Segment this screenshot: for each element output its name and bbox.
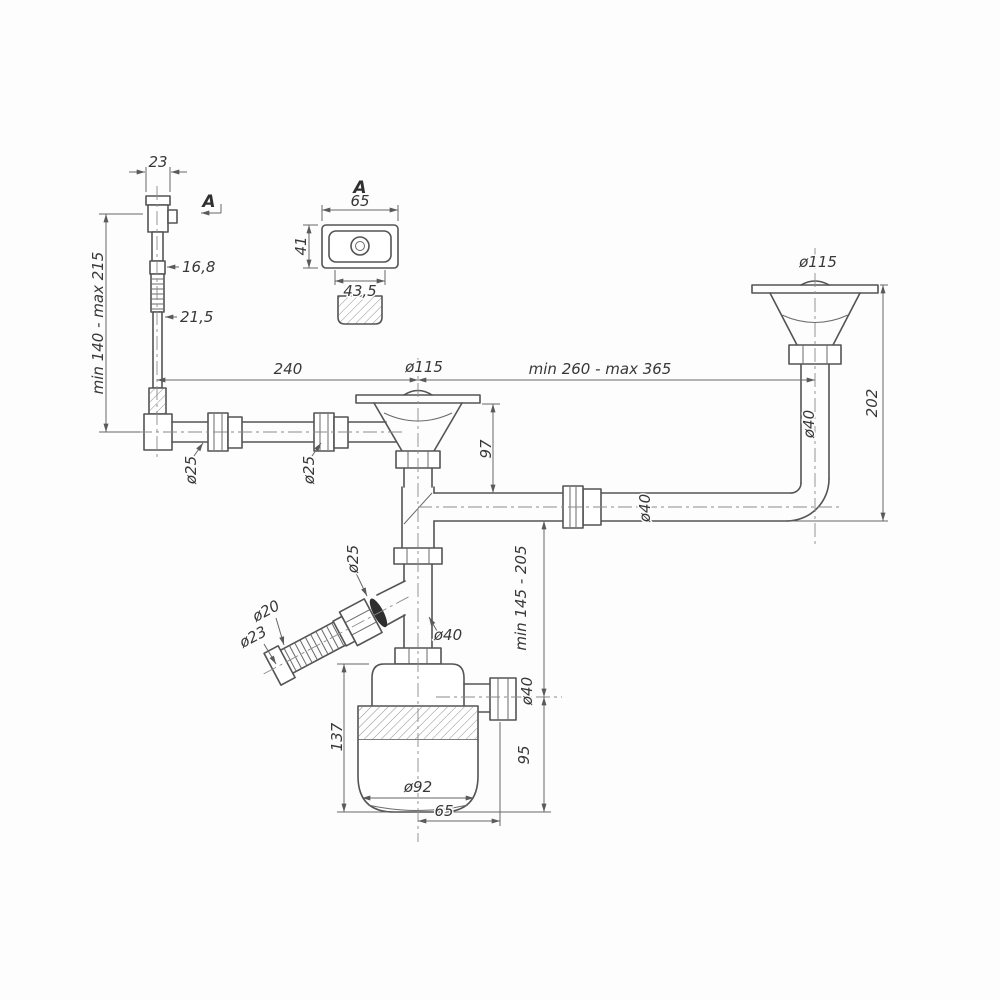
center-pipe-upper <box>403 467 433 488</box>
dim-hose-union-dia: ø25 <box>344 545 362 574</box>
dim-cup-dia: ø92 <box>403 778 432 796</box>
leader-25-a <box>193 442 204 457</box>
dim-left-pipe-dia-a: ø25 <box>182 456 200 485</box>
dimension-labels: 23 A min 140 - max 215 16,8 21,5 A 65 41… <box>88 152 883 822</box>
right-funnel <box>769 292 861 346</box>
overflow-tailpiece-outline <box>337 295 383 325</box>
dim-right-pipe-dia: ø40 <box>800 410 818 439</box>
dim-body-pipe-dia: ø40 <box>433 626 462 644</box>
dim-right-flange-dia: ø115 <box>798 253 837 271</box>
dim-flange-to-branch: 97 <box>477 439 495 459</box>
spout-tube <box>152 311 163 389</box>
dim-head-inner-width: 43,5 <box>343 282 376 300</box>
leader-23 <box>263 643 277 665</box>
dim-left-span: 240 <box>274 360 303 378</box>
right-horizontal-pipe <box>600 492 792 522</box>
dishwasher-hose-branch <box>263 580 413 686</box>
left-pipe-collar-b <box>333 416 349 449</box>
siphon-trap <box>357 647 517 813</box>
section-view-label: A <box>351 178 366 198</box>
spout-top-cap <box>145 195 171 206</box>
leader-25-hose <box>355 572 368 597</box>
dim-outlet-dia: ø40 <box>518 677 536 706</box>
spout-corrugation-ribs <box>151 278 164 310</box>
dim-branch-pipe-dia: ø40 <box>636 494 654 523</box>
right-down-pipe <box>800 363 830 484</box>
dim-spout-dia-upper: 16,8 <box>182 258 215 276</box>
dim-right-span: min 260 - max 365 <box>529 360 672 378</box>
center-drain-assembly <box>355 389 564 649</box>
overflow-head-outer <box>321 224 399 269</box>
section-a-view <box>321 224 399 325</box>
right-drain-assembly <box>562 280 879 529</box>
dim-hose-outer-dia: ø23 <box>235 622 269 652</box>
hose-port-cone <box>376 580 406 627</box>
spout-upper-tube <box>151 231 164 262</box>
elbow-inner <box>790 482 802 494</box>
elbow-outer <box>786 478 830 522</box>
dim-inlet-outlet-range: min 145 - 205 <box>512 545 530 650</box>
dim-center-flange-dia: ø115 <box>404 358 443 376</box>
body-pipe <box>403 563 433 649</box>
dim-right-drop: 202 <box>863 389 881 418</box>
spout-side-tab <box>167 209 178 224</box>
spout-corrugated <box>150 273 165 313</box>
center-funnel <box>373 402 463 452</box>
overflow-tailpiece-hatch <box>338 296 382 324</box>
dim-left-pipe-dia-b: ø25 <box>300 456 318 485</box>
leader-25-b <box>311 442 322 457</box>
hose-centerline <box>263 594 413 675</box>
spout-assembly <box>143 195 178 451</box>
dim-head-height: 41 <box>292 236 310 255</box>
dim-axis-to-outlet: 65 <box>434 802 453 820</box>
hose-fitting-group <box>263 594 413 686</box>
overflow-head-inner <box>328 230 392 263</box>
left-pipe-collar-a <box>227 416 243 449</box>
dimension-lines <box>99 167 888 826</box>
dim-spout-dia-lower: 21,5 <box>180 308 213 326</box>
spout-thread-hatch <box>150 389 165 413</box>
leader-20 <box>275 617 285 646</box>
leader-40-mid <box>428 616 438 632</box>
overflow-hole-outer <box>350 236 370 256</box>
tee-body <box>401 486 435 549</box>
right-funnel-arc <box>781 314 849 323</box>
dim-outlet-to-base: 95 <box>515 745 533 764</box>
outlet-nut <box>489 677 517 721</box>
dim-head-width: 65 <box>350 192 369 210</box>
dim-trap-height: 137 <box>328 722 346 751</box>
dim-spout-height: min 140 - max 215 <box>89 252 107 395</box>
section-cut-label: A <box>200 192 215 212</box>
spout-head <box>147 204 169 233</box>
centerlines <box>138 186 840 842</box>
overflow-hole-inner <box>355 241 365 251</box>
dim-spout-width: 23 <box>148 153 167 171</box>
spout-collar <box>149 260 166 275</box>
